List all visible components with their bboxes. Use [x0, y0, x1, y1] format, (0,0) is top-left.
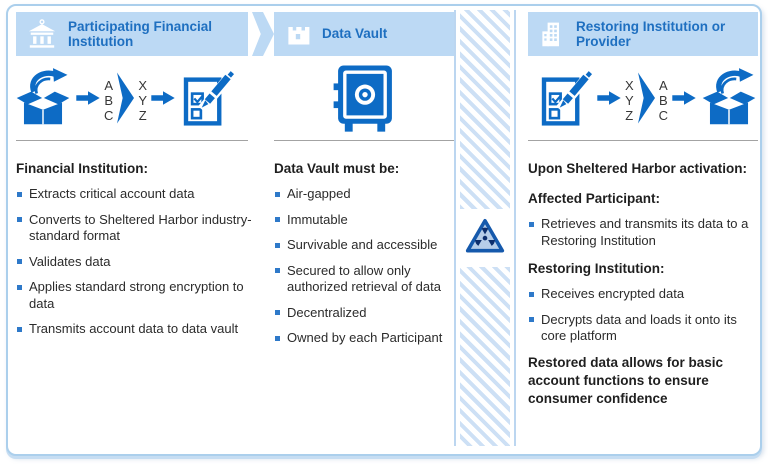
header-participating-financial-institution: Participating Financial Institution	[16, 12, 248, 56]
plaintext-letters: A B C	[104, 77, 114, 123]
list-item: Decentralized	[274, 305, 454, 322]
list-item: Receives encrypted data	[528, 286, 762, 303]
restored-data-note: Restored data allows for basic account f…	[528, 354, 724, 406]
right-arrow-icon	[672, 89, 696, 112]
restoring-institution-text: Upon Sheltered Harbor activation: Affect…	[528, 152, 762, 408]
extract-transform-flow: A B C X Y Z	[14, 58, 252, 142]
right-arrow-icon	[76, 89, 100, 112]
open-box-extract-icon	[14, 67, 72, 134]
header-title: Restoring Institution or Provider	[576, 18, 726, 50]
plaintext-letters: A B C	[658, 77, 668, 123]
vault-graphic	[329, 62, 401, 138]
intro-heading: Upon Sheltered Harbor activation:	[528, 161, 748, 176]
diagram-panel: Participating Financial Institution	[6, 4, 762, 456]
divider-edge-line	[514, 10, 516, 446]
divider-edge-line	[454, 10, 456, 446]
header-data-vault: Data Vault	[274, 12, 456, 56]
list-item: Air-gapped	[274, 186, 454, 203]
right-arrow-icon	[597, 89, 621, 112]
header-title: Participating Financial Institution	[68, 18, 213, 50]
bullet-list: Retrieves and transmits its data to a Re…	[528, 216, 762, 249]
financial-institution-text: Financial Institution: Extracts critical…	[16, 152, 254, 347]
bank-icon	[26, 19, 58, 49]
divider-line	[528, 140, 758, 141]
data-vault-text: Data Vault must be: Air-gapped Immutable…	[274, 152, 454, 356]
list-item: Immutable	[274, 212, 454, 229]
group-heading: Affected Participant:	[528, 191, 661, 206]
radiation-warning-icon	[464, 217, 506, 260]
list-item: Secured to allow only authorized retriev…	[274, 263, 454, 296]
header-restoring-institution: Restoring Institution or Provider	[528, 12, 758, 56]
hazard-marker	[460, 209, 510, 267]
section-heading: Data Vault must be:	[274, 161, 400, 176]
transform-chevron-icon	[637, 72, 655, 129]
list-item: Extracts critical account data	[16, 186, 254, 203]
bullet-list: Receives encrypted data Decrypts data an…	[528, 286, 762, 345]
bullet-list: Extracts critical account data Converts …	[16, 186, 254, 338]
section-heading: Financial Institution:	[16, 161, 148, 176]
list-item: Retrieves and transmits its data to a Re…	[528, 216, 762, 249]
building-icon	[538, 20, 566, 48]
document-pen-icon	[537, 67, 593, 134]
list-item: Applies standard strong encryption to da…	[16, 279, 254, 312]
castle-icon	[284, 20, 312, 48]
open-box-restore-icon	[700, 67, 758, 134]
bullet-list: Air-gapped Immutable Survivable and acce…	[274, 186, 454, 347]
encrypted-letters: X Y Z	[624, 77, 634, 123]
right-arrow-icon	[151, 89, 175, 112]
safe-vault-icon	[329, 61, 401, 140]
header-title: Data Vault	[322, 26, 388, 42]
list-item: Converts to Sheltered Harbor industry-st…	[16, 212, 254, 245]
list-item: Survivable and accessible	[274, 237, 454, 254]
group-heading: Restoring Institution:	[528, 261, 665, 276]
list-item: Transmits account data to data vault	[16, 321, 254, 338]
list-item: Owned by each Participant	[274, 330, 454, 347]
header-flow-arrow-icon	[252, 12, 274, 56]
divider-line	[16, 140, 248, 141]
document-pen-icon	[179, 67, 235, 134]
divider-line	[274, 140, 456, 141]
list-item: Decrypts data and loads it onto its core…	[528, 312, 762, 345]
encrypted-letters: X Y Z	[138, 77, 148, 123]
restore-transform-flow: X Y Z A B C	[528, 58, 758, 142]
list-item: Validates data	[16, 254, 254, 271]
transform-chevron-icon	[117, 72, 135, 129]
